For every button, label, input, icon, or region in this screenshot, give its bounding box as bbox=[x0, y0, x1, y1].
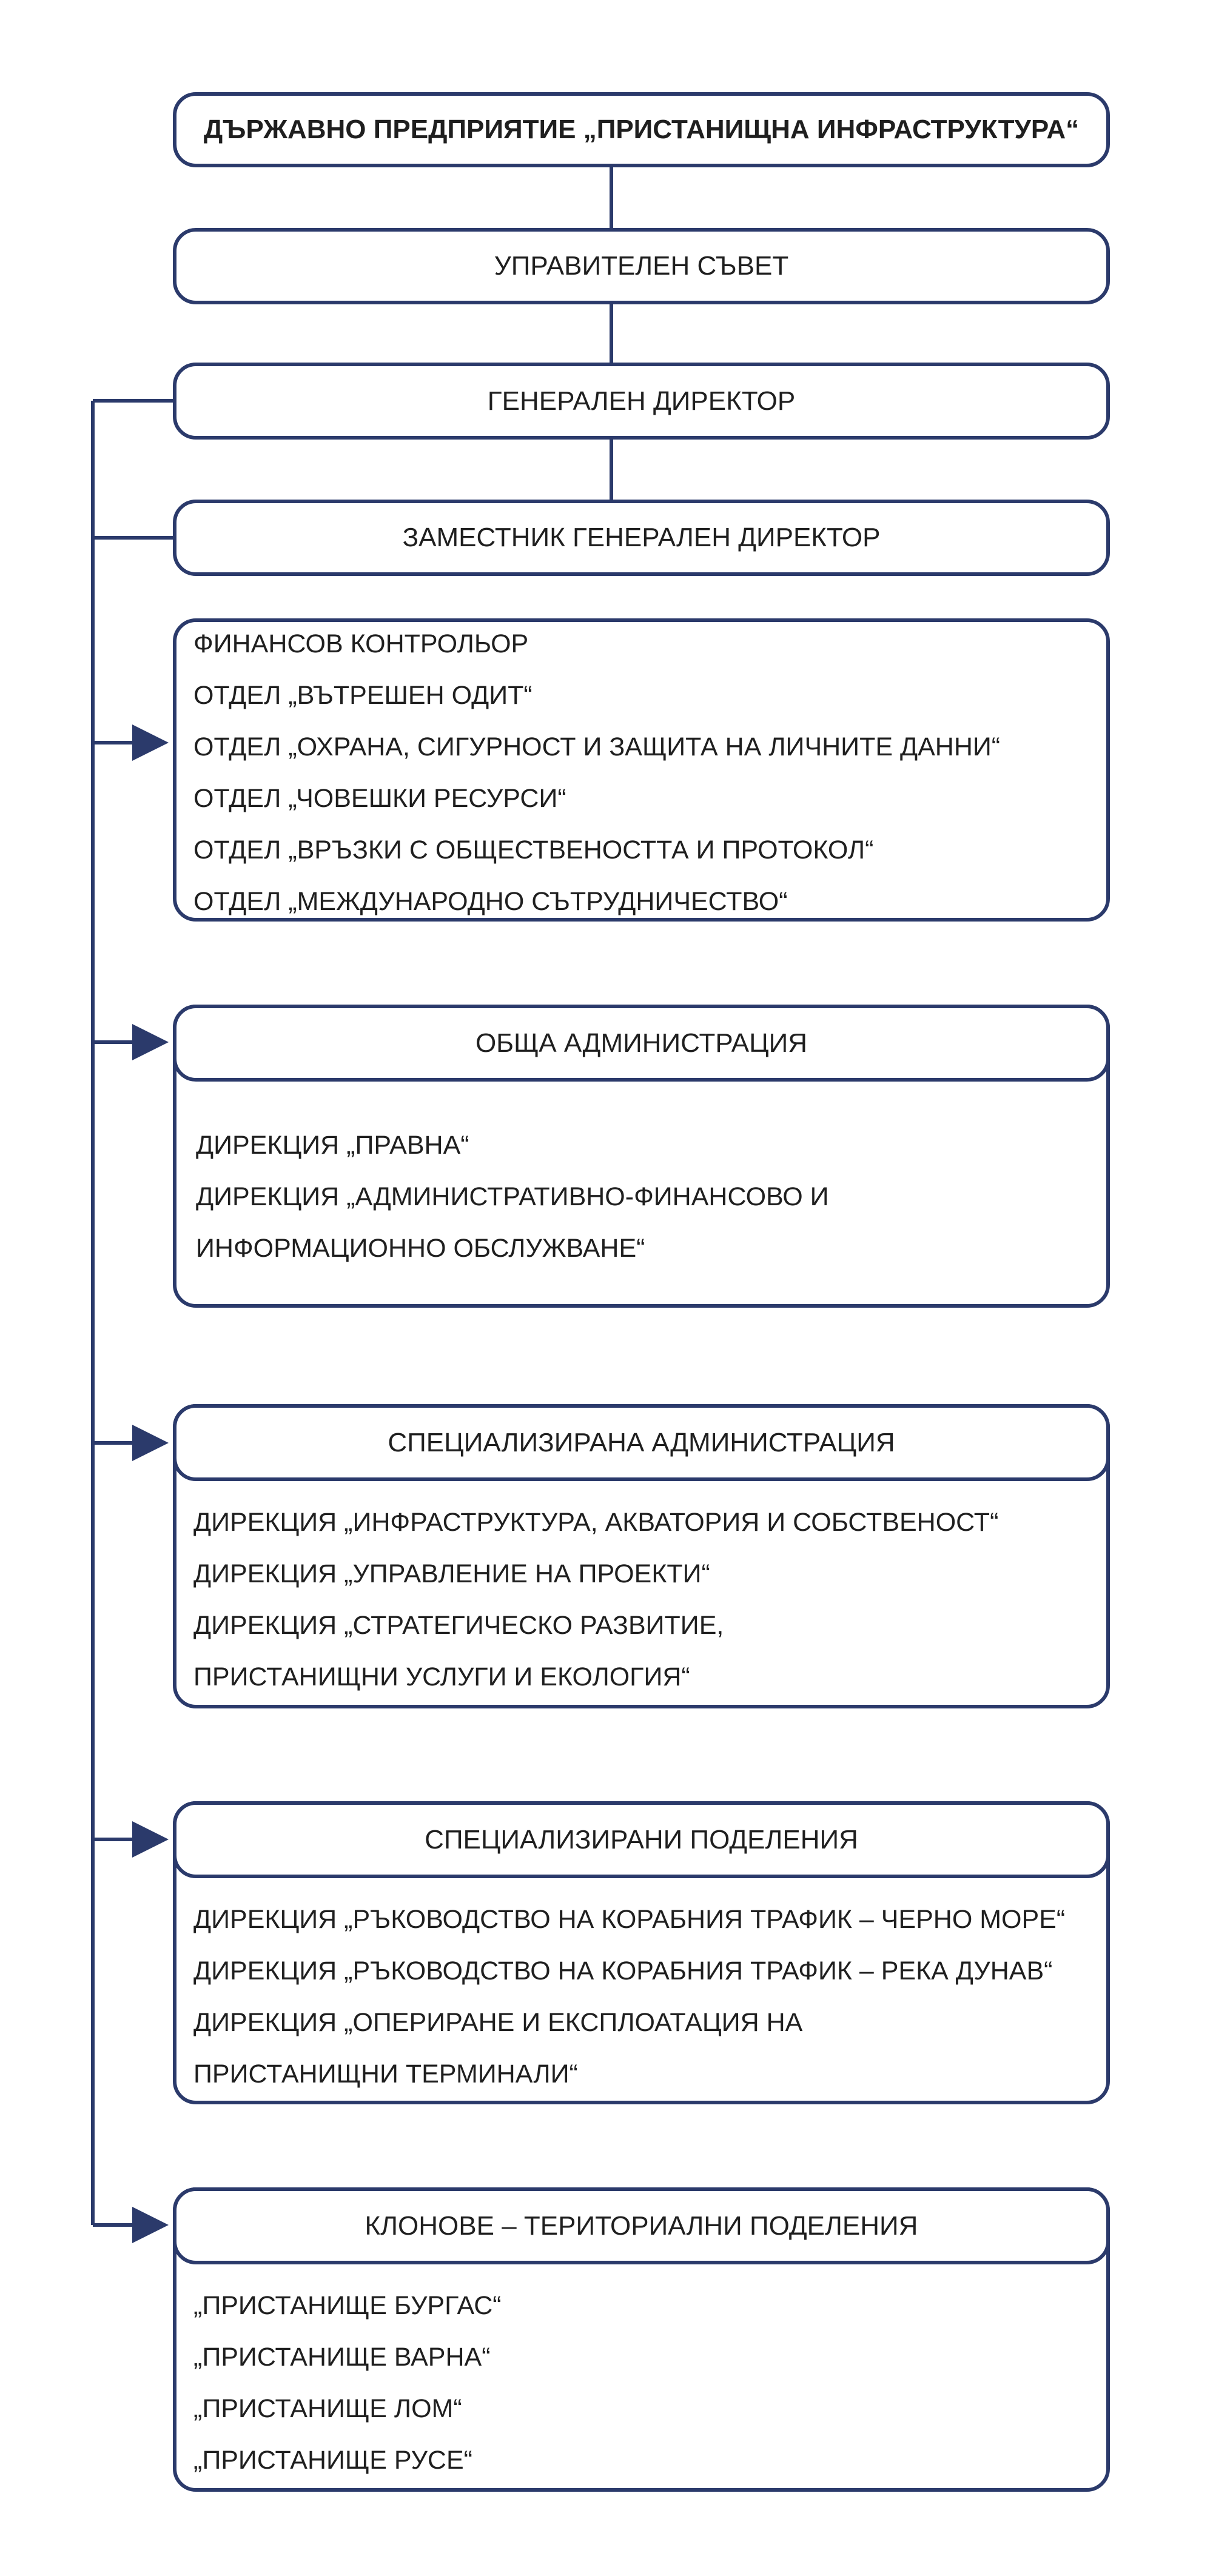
specialized-admin-item: ДИРЕКЦИЯ „ИНФРАСТРУКТУРА, АКВАТОРИЯ И СО… bbox=[193, 1508, 999, 1537]
control-item: ОТДЕЛ „ОХРАНА, СИГУРНОСТ И ЗАЩИТА НА ЛИЧ… bbox=[193, 732, 1001, 761]
director-box: ГЕНЕРАЛЕН ДИРЕКТОР bbox=[173, 363, 1110, 440]
director-title: ГЕНЕРАЛЕН ДИРЕКТОР bbox=[487, 386, 796, 416]
branch-item: „ПРИСТАНИЩЕ ЛОМ“ bbox=[193, 2394, 462, 2423]
board-box: УПРАВИТЕЛЕН СЪВЕТ bbox=[173, 228, 1110, 304]
enterprise-title: ДЪРЖАВНО ПРЕДПРИЯТИЕ „ПРИСТАНИЩНА ИНФРАС… bbox=[203, 115, 1080, 144]
specialized-admin-item: ПРИСТАНИЩНИ УСЛУГИ И ЕКОЛОГИЯ“ bbox=[193, 1662, 690, 1691]
branch-item: „ПРИСТАНИЩЕ РУСЕ“ bbox=[193, 2446, 472, 2475]
deputy-title: ЗАМЕСТНИК ГЕНЕРАЛЕН ДИРЕКТОР bbox=[402, 523, 881, 552]
control-item: ОТДЕЛ „МЕЖДУНАРОДНО СЪТРУДНИЧЕСТВО“ bbox=[193, 887, 788, 916]
specialized-admin-title: СПЕЦИАЛИЗИРАНА АДМИНИСТРАЦИЯ bbox=[388, 1427, 895, 1457]
general-admin-header: ОБЩА АДМИНИСТРАЦИЯ bbox=[173, 1005, 1110, 1082]
branch-item: „ПРИСТАНИЩЕ БУРГАС“ bbox=[193, 2291, 502, 2320]
control-item: ОТДЕЛ „ВРЪЗКИ С ОБЩЕСТВЕНОСТТА И ПРОТОКО… bbox=[193, 835, 874, 865]
specialized-units-header: СПЕЦИАЛИЗИРАНИ ПОДЕЛЕНИЯ bbox=[173, 1801, 1110, 1878]
general-admin-title: ОБЩА АДМИНИСТРАЦИЯ bbox=[475, 1028, 808, 1058]
specialized-units-item: ПРИСТАНИЩНИ ТЕРМИНАЛИ“ bbox=[193, 2059, 578, 2089]
control-item: ОТДЕЛ „ЧОВЕШКИ РЕСУРСИ“ bbox=[193, 784, 566, 813]
general-admin-item: ДИРЕКЦИЯ „АДМИНИСТРАТИВНО-ФИНАНСОВО И bbox=[196, 1182, 829, 1211]
specialized-admin-item: ДИРЕКЦИЯ „УПРАВЛЕНИЕ НА ПРОЕКТИ“ bbox=[193, 1559, 710, 1588]
control-departments-box: ФИНАНСОВ КОНТРОЛЬОР ОТДЕЛ „ВЪТРЕШЕН ОДИТ… bbox=[173, 618, 1110, 922]
specialized-units-item: ДИРЕКЦИЯ „РЪКОВОДСТВО НА КОРАБНИЯ ТРАФИК… bbox=[193, 1905, 1066, 1934]
control-item: ОТДЕЛ „ВЪТРЕШЕН ОДИТ“ bbox=[193, 681, 533, 710]
branches-title: КЛОНОВЕ – ТЕРИТОРИАЛНИ ПОДЕЛЕНИЯ bbox=[365, 2210, 918, 2241]
specialized-units-item: ДИРЕКЦИЯ „ОПЕРИРАНЕ И ЕКСПЛОАТАЦИЯ НА bbox=[193, 2008, 803, 2037]
branch-item: „ПРИСТАНИЩЕ ВАРНА“ bbox=[193, 2343, 491, 2372]
specialized-admin-item: ДИРЕКЦИЯ „СТРАТЕГИЧЕСКО РАЗВИТИЕ, bbox=[193, 1611, 724, 1640]
specialized-units-item: ДИРЕКЦИЯ „РЪКОВОДСТВО НА КОРАБНИЯ ТРАФИК… bbox=[193, 1956, 1053, 1986]
specialized-admin-header: СПЕЦИАЛИЗИРАНА АДМИНИСТРАЦИЯ bbox=[173, 1404, 1110, 1481]
specialized-units-title: СПЕЦИАЛИЗИРАНИ ПОДЕЛЕНИЯ bbox=[425, 1824, 858, 1855]
branches-header: КЛОНОВЕ – ТЕРИТОРИАЛНИ ПОДЕЛЕНИЯ bbox=[173, 2187, 1110, 2264]
control-item: ФИНАНСОВ КОНТРОЛЬОР bbox=[193, 629, 529, 658]
general-admin-item: ДИРЕКЦИЯ „ПРАВНА“ bbox=[196, 1131, 469, 1160]
deputy-box: ЗАМЕСТНИК ГЕНЕРАЛЕН ДИРЕКТОР bbox=[173, 500, 1110, 576]
enterprise-box: ДЪРЖАВНО ПРЕДПРИЯТИЕ „ПРИСТАНИЩНА ИНФРАС… bbox=[173, 92, 1110, 167]
board-title: УПРАВИТЕЛЕН СЪВЕТ bbox=[494, 251, 789, 281]
general-admin-item: ИНФОРМАЦИОННО ОБСЛУЖВАНЕ“ bbox=[196, 1234, 645, 1263]
